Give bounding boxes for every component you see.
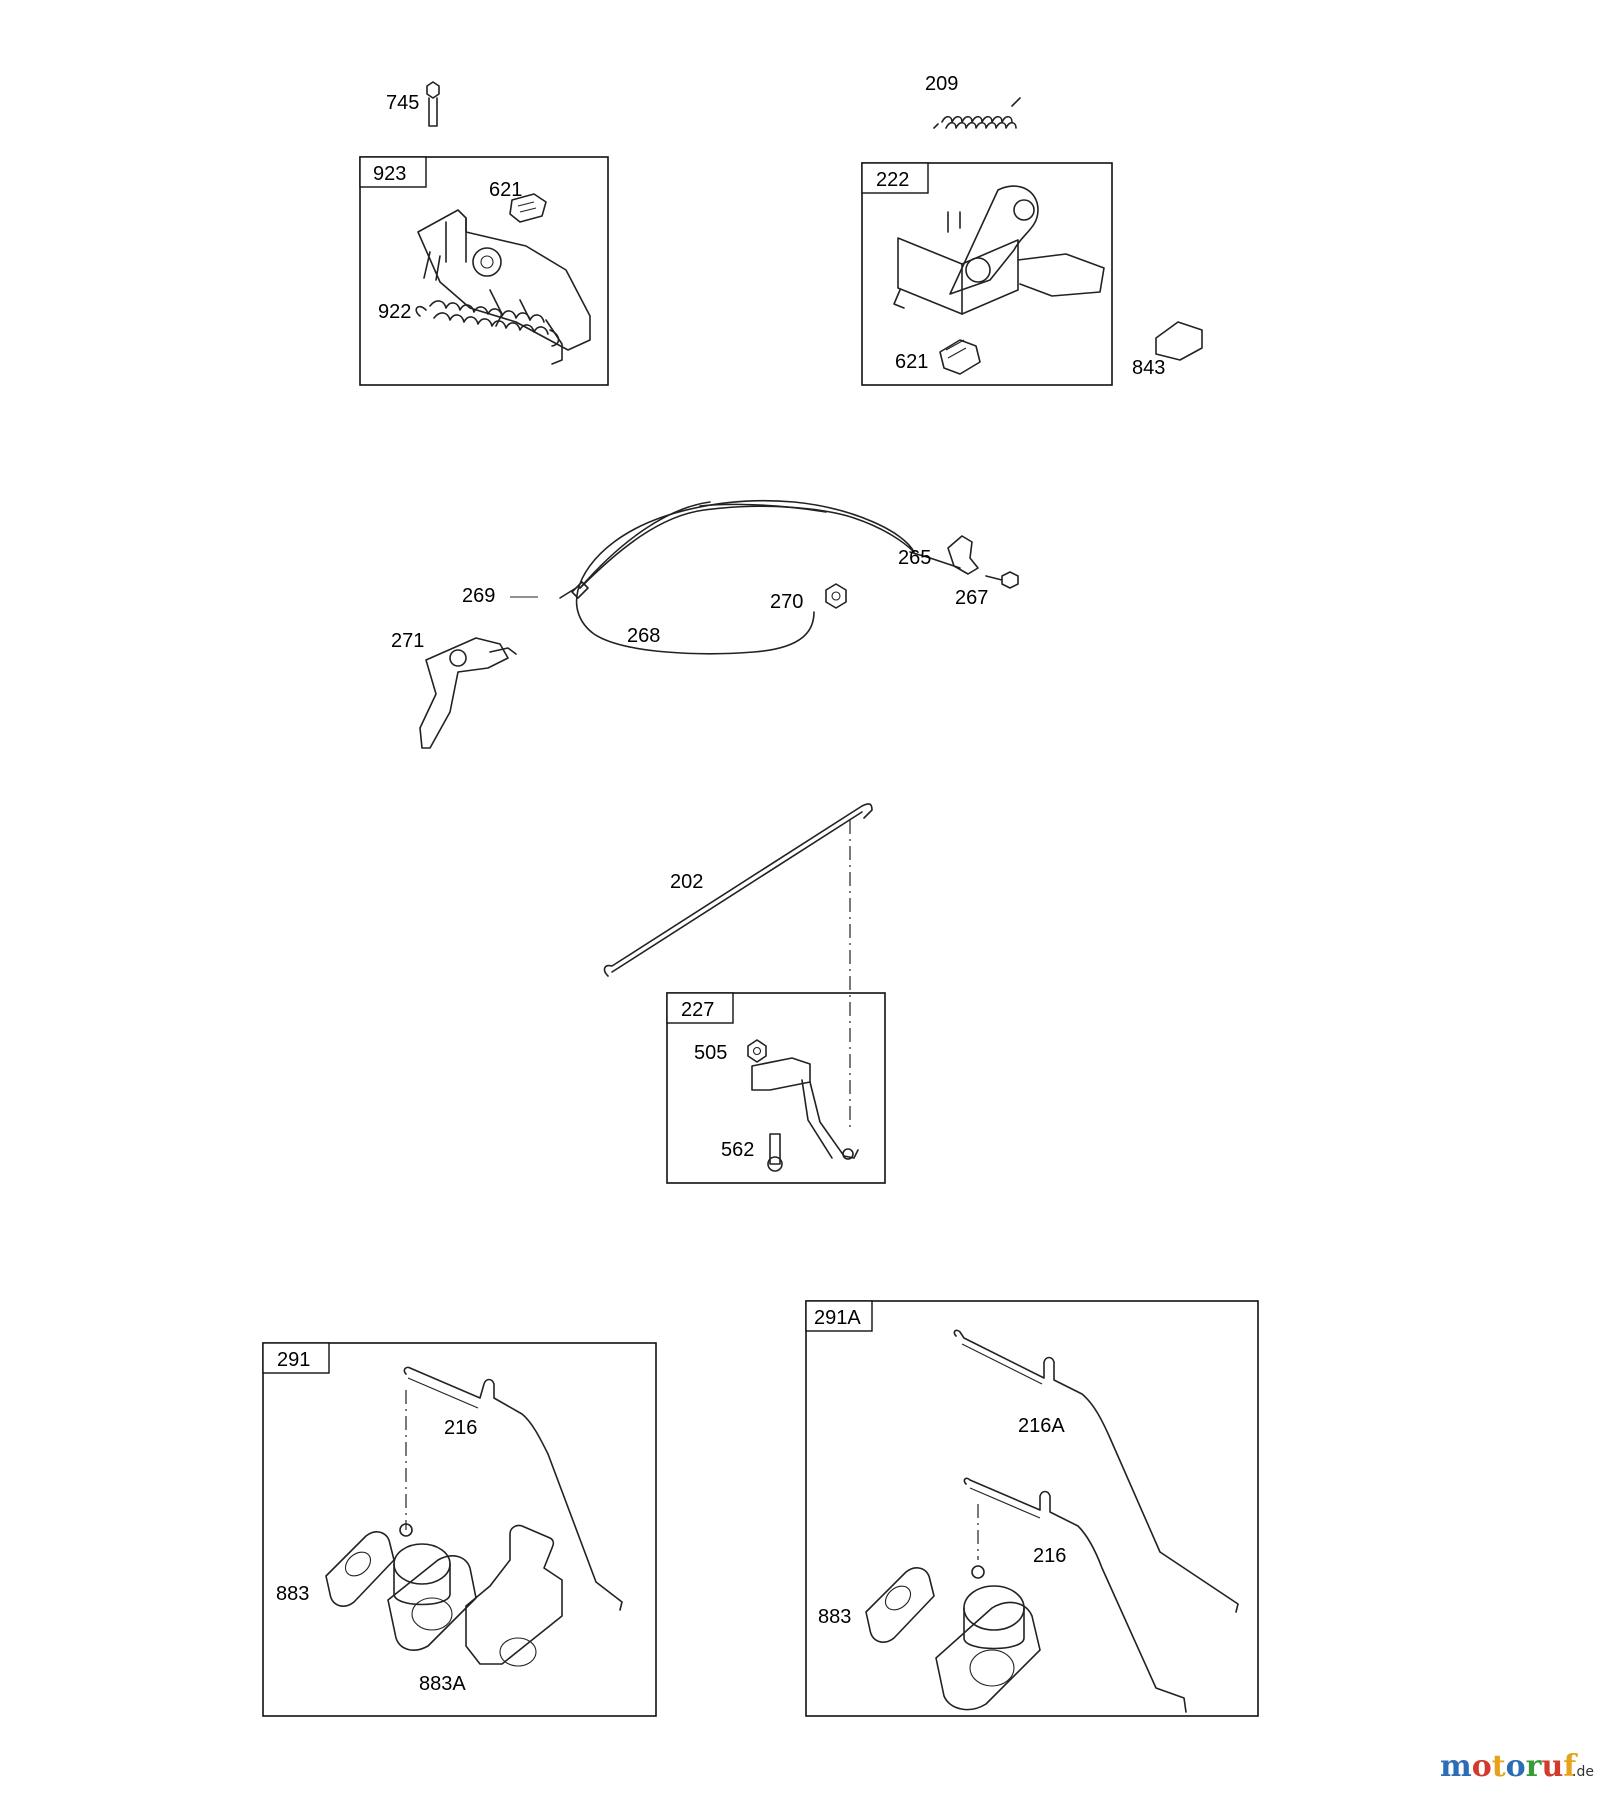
part-883A-plate [465,1524,563,1667]
part-923-governor-bracket [417,209,591,365]
part-202-link-rod [603,803,873,977]
label-202: 202 [670,871,703,893]
part-621-clip-222 [939,339,981,375]
part-209-spring [933,97,1021,129]
label-883-291: 883 [276,1583,309,1605]
part-268-cable [559,499,961,655]
group-291-tag [262,1342,330,1374]
label-745: 745 [386,92,419,114]
part-883-gasket-291A [865,1567,935,1643]
group-923-number: 923 [373,163,406,185]
part-267-screw [985,571,1019,589]
label-843: 843 [1132,357,1165,379]
group-222-tag [861,162,929,194]
part-621-clip-top [509,193,547,223]
label-271: 271 [391,630,424,652]
wm-letter-1: o [1472,1749,1492,1784]
label-270: 270 [770,591,803,613]
group-227-box [666,992,886,1184]
group-291A-tag [805,1300,873,1332]
part-265-clip [947,535,979,575]
wm-letter-4: r [1526,1749,1543,1784]
part-227-bracket [751,1057,859,1160]
part-222-control-bracket [893,185,1105,315]
label-883-291A: 883 [818,1606,851,1628]
part-745-bolt [426,81,440,127]
group-291-box [262,1342,657,1717]
label-922: 922 [378,301,411,323]
part-270-nut [825,583,847,609]
label-269: 269 [462,585,495,607]
part-216-link-291A [963,1477,1187,1713]
label-216-291A: 216 [1033,1545,1066,1567]
part-271-lever [419,637,517,749]
part-216-link-291 [403,1366,623,1611]
part-291-carburetor-cover [387,1523,477,1651]
part-216A-link [953,1329,1239,1613]
part-291A-carburetor-cover [935,1565,1041,1711]
label-268: 268 [627,625,660,647]
group-291-number: 291 [277,1349,310,1371]
label-209: 209 [925,73,958,95]
label-883A: 883A [419,1673,466,1695]
group-222-number: 222 [876,169,909,191]
label-267: 267 [955,587,988,609]
label-562: 562 [721,1139,754,1161]
group-291A-box [805,1300,1259,1717]
label-216A: 216A [1018,1415,1065,1437]
motoruf-watermark: motoruf .de [1440,1749,1594,1784]
part-883-gasket-291 [325,1531,395,1607]
group-291A-number: 291A [814,1307,861,1329]
label-265: 265 [898,547,931,569]
wm-letter-3: o [1506,1749,1526,1784]
wm-letter-0: m [1440,1749,1472,1784]
part-505-nut [747,1039,767,1063]
group-227-tag [666,992,734,1024]
label-621-top: 621 [489,179,522,201]
part-562-bolt [767,1133,783,1172]
wm-letter-2: t [1492,1749,1506,1784]
wm-letter-6: f [1563,1749,1578,1784]
watermark-logo: motoruf [1440,1749,1578,1784]
label-216-291: 216 [444,1417,477,1439]
label-621-222: 621 [895,351,928,373]
label-505: 505 [694,1042,727,1064]
part-922-spring [415,300,560,347]
part-843-cap [1155,321,1203,361]
group-227-number: 227 [681,999,714,1021]
wm-letter-5: u [1541,1749,1563,1784]
group-923-box [359,156,609,386]
group-923-tag [359,156,427,188]
group-222-box [861,162,1113,386]
watermark-suffix: .de [1572,1764,1594,1780]
